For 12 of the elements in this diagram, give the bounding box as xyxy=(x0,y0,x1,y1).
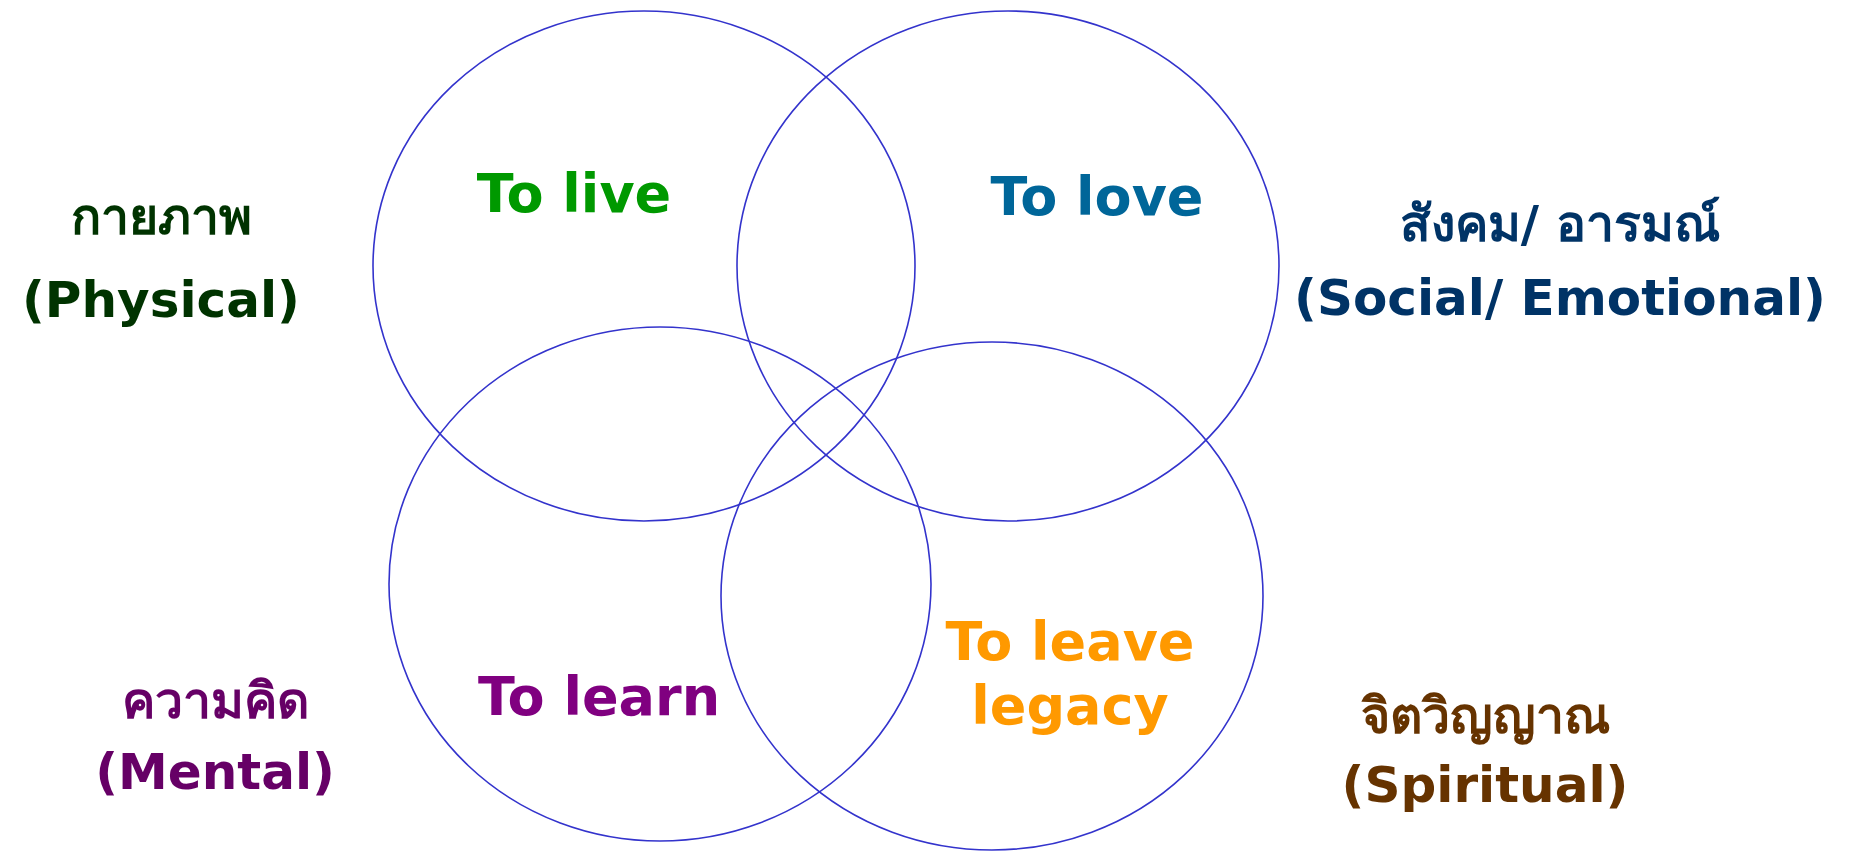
category-label: (Social/ Emotional) xyxy=(1294,269,1826,327)
circle-label: To learn xyxy=(477,665,721,729)
category-label: กายภาพ xyxy=(70,188,252,246)
circle-label: To leave legacy xyxy=(944,610,1196,738)
category-label: (Mental) xyxy=(95,743,335,801)
circle-label: To love xyxy=(990,165,1204,229)
category-label: (Spiritual) xyxy=(1341,756,1629,814)
category-label: สังคม/ อารมณ์ xyxy=(1399,195,1721,253)
category-label: (Physical) xyxy=(22,271,300,329)
category-label: ความคิด xyxy=(121,672,309,730)
circle-label: To live xyxy=(476,162,672,226)
category-label: จิตวิญญาณ xyxy=(1360,687,1610,745)
